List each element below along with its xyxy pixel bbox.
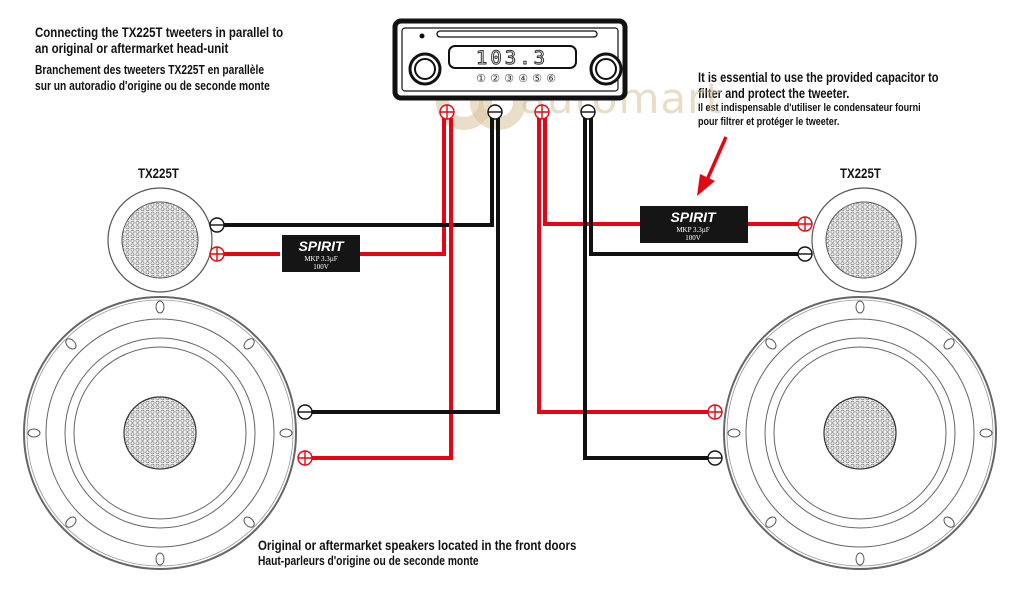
capacitor-note: It is essential to use the provided capa… xyxy=(698,70,939,101)
left-tweeter-grille xyxy=(121,201,199,279)
left-woofer-mount-holes xyxy=(27,300,293,566)
mount-hole xyxy=(27,428,41,438)
red-arrow-icon xyxy=(697,136,728,196)
wire-right-woofer-positive xyxy=(537,118,708,414)
right-tweeter-negative-terminal xyxy=(797,246,813,262)
mount-hole xyxy=(855,300,865,314)
left-knob-inner xyxy=(414,58,436,80)
note-line-2: filter and protect the tweeter. xyxy=(698,85,850,101)
wire-right-tweeter-positive xyxy=(543,118,642,226)
left-capacitor-voltage: 100V xyxy=(313,263,329,271)
left-woofer-surround-inner xyxy=(64,337,256,529)
mount-hole xyxy=(943,516,955,528)
head-unit: 103.3 ① ② ③ ④ ⑤ ⑥ xyxy=(392,18,628,101)
note-line-1: It is essential to use the provided capa… xyxy=(698,70,939,85)
right-woofer-dustcap xyxy=(823,396,897,470)
mount-hole xyxy=(727,428,741,438)
mount-hole xyxy=(279,428,293,438)
preset-button-2[interactable]: ② xyxy=(490,72,500,85)
speakers-caption: Original or aftermarket speakers located… xyxy=(258,537,577,553)
left-capacitor-brand: SPIRIT xyxy=(298,238,345,254)
mount-hole xyxy=(155,552,165,566)
mount-hole xyxy=(943,338,955,350)
wire-left-tweeter-positive xyxy=(352,118,446,256)
head-unit-negative-terminal-left xyxy=(487,104,503,120)
right-tweeter xyxy=(811,187,917,293)
preset-button-5[interactable]: ⑤ xyxy=(532,72,542,85)
head-unit-positive-terminal-left xyxy=(439,104,455,120)
wires xyxy=(224,118,798,460)
left-capacitor: SPIRIT MKP 3.3µF 100V xyxy=(282,235,360,272)
capacitor-note-fr: Il est indispensable d'utiliser le conde… xyxy=(698,101,921,130)
mount-hole xyxy=(765,338,777,350)
preset-button-6[interactable]: ⑥ xyxy=(546,72,556,85)
mount-hole xyxy=(155,300,165,314)
wire-left-woofer-positive xyxy=(312,118,453,460)
left-woofer-positive-terminal xyxy=(297,450,313,466)
right-woofer-surround-inner xyxy=(764,337,956,529)
head-unit-negative-terminal-right xyxy=(580,104,596,120)
right-woofer-frame-inner xyxy=(726,299,994,567)
right-capacitor-body xyxy=(640,206,748,243)
left-capacitor-body xyxy=(282,235,360,272)
radio-frequency: 103.3 xyxy=(476,47,548,69)
mount-hole xyxy=(243,338,255,350)
right-capacitor-voltage: 100V xyxy=(685,234,701,242)
left-tweeter xyxy=(107,187,213,293)
right-woofer-mount-holes xyxy=(727,300,993,566)
diagram-title: Connecting the TX225T tweeters in parall… xyxy=(35,24,283,56)
left-tweeter-label: TX225T xyxy=(138,165,179,181)
left-tweeter-positive-terminal xyxy=(209,246,225,262)
left-woofer xyxy=(23,296,297,570)
preset-button-1[interactable]: ① xyxy=(476,72,486,85)
right-woofer-negative-terminal xyxy=(707,450,723,466)
title-line-2: an original or aftermarket head-unit xyxy=(35,40,229,57)
left-woofer-surround-outer xyxy=(45,318,275,548)
right-capacitor-spec: MKP 3.3µF xyxy=(676,226,709,234)
left-capacitor-spec: MKP 3.3µF xyxy=(304,255,337,263)
left-woofer-frame-inner xyxy=(26,299,294,567)
diagram-title-fr: Branchement des tweeters TX225T en paral… xyxy=(35,62,270,95)
title-fr-line-1: Branchement des tweeters TX225T en paral… xyxy=(35,63,265,77)
right-tweeter-label: TX225T xyxy=(840,165,881,181)
left-tweeter-negative-terminal xyxy=(209,217,225,233)
right-tweeter-positive-terminal xyxy=(797,216,813,232)
speakers-caption-fr: Haut-parleurs d'origine ou de seconde mo… xyxy=(258,554,479,568)
note-fr-line-1: Il est indispensable d'utiliser le conde… xyxy=(698,102,921,114)
mount-hole xyxy=(765,516,777,528)
right-capacitor: SPIRIT MKP 3.3µF 100V xyxy=(640,206,748,243)
note-fr-line-2: pour filtrer et protéger le tweeter. xyxy=(698,116,840,129)
terminals xyxy=(209,104,813,466)
radio-display xyxy=(448,45,577,69)
right-capacitor-brand: SPIRIT xyxy=(670,209,717,225)
preset-button-3[interactable]: ③ xyxy=(504,72,514,85)
mount-hole xyxy=(243,516,255,528)
left-woofer-cone xyxy=(73,346,247,520)
right-woofer-surround-outer xyxy=(745,318,975,548)
wire-left-woofer-negative xyxy=(312,118,500,414)
mount-hole xyxy=(855,552,865,566)
right-knob-inner xyxy=(595,58,617,80)
mount-hole xyxy=(65,338,77,350)
right-woofer-cone xyxy=(773,346,947,520)
mount-hole xyxy=(979,428,993,438)
title-line-1: Connecting the TX225T tweeters in parall… xyxy=(35,24,284,40)
wire-right-tweeter-negative xyxy=(589,118,798,256)
right-woofer xyxy=(723,296,997,570)
head-unit-positive-terminal-right xyxy=(534,104,550,120)
mount-hole xyxy=(65,516,77,528)
right-tweeter-grille xyxy=(825,201,903,279)
wire-right-woofer-negative xyxy=(583,118,708,460)
preset-button-4[interactable]: ④ xyxy=(518,72,528,85)
right-woofer-positive-terminal xyxy=(707,404,723,420)
title-fr-line-2: sur un autoradio d'origine ou de seconde… xyxy=(35,79,270,94)
left-woofer-dustcap xyxy=(123,396,197,470)
cd-slot xyxy=(436,30,598,38)
left-woofer-negative-terminal xyxy=(297,404,313,420)
head-unit-led xyxy=(419,33,425,39)
wire-left-tweeter-negative xyxy=(224,118,494,227)
